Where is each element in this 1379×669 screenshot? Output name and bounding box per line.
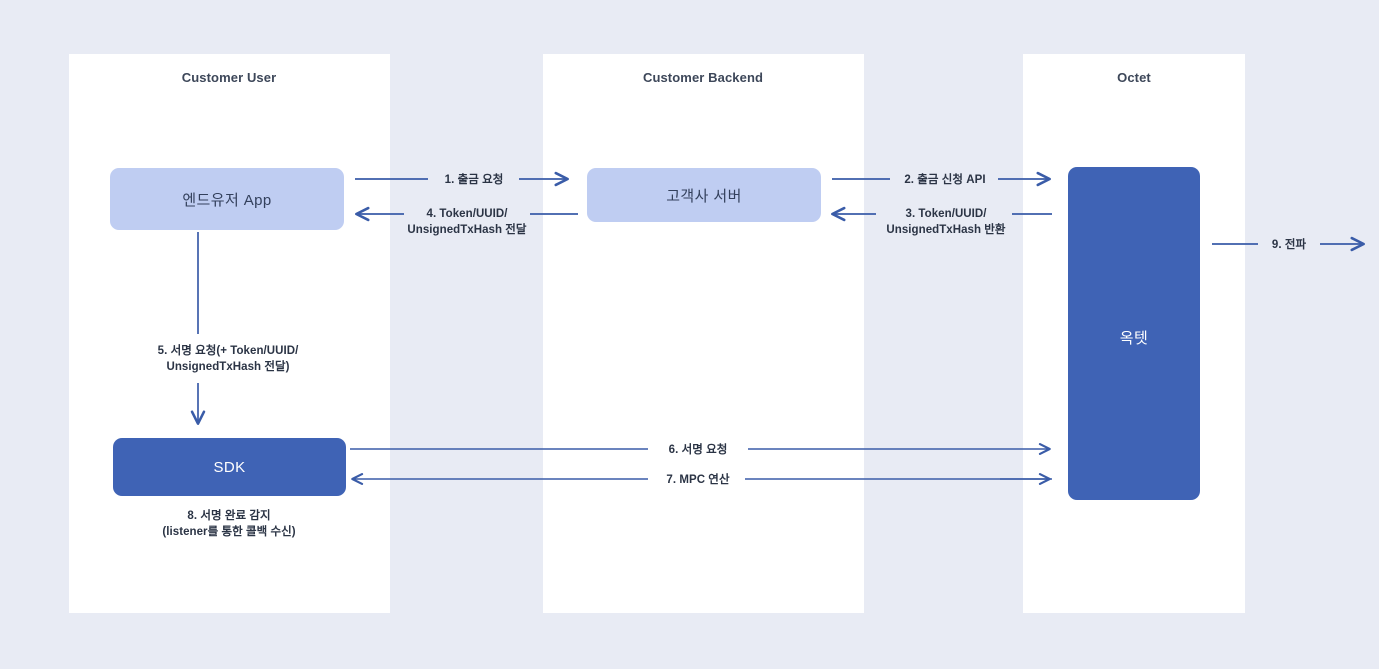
column-title-customer-backend: Customer Backend bbox=[642, 70, 764, 85]
node-octet-box[interactable]: 옥텟 bbox=[1068, 167, 1200, 500]
flow-label-step-1: 1. 출금 요청 bbox=[444, 174, 504, 186]
flow-label-step-6: 6. 서명 요청 bbox=[668, 444, 728, 456]
node-customer-server[interactable]: 고객사 서버 bbox=[587, 168, 821, 222]
panel-customer-user bbox=[69, 54, 390, 613]
node-sdk[interactable]: SDK bbox=[113, 438, 346, 496]
node-enduser-app[interactable]: 엔드유저 App bbox=[110, 168, 344, 230]
flow-label-step-4: 4. Token/UUID/ UnsignedTxHash 전달 bbox=[407, 208, 527, 236]
flow-label-step-8: 8. 서명 완료 감지 (listener를 통한 콜백 수신) bbox=[162, 510, 296, 538]
flow-label-step-3: 3. Token/UUID/ UnsignedTxHash 반환 bbox=[886, 208, 1006, 236]
flow-label-step-5: 5. 서명 요청(+ Token/UUID/ UnsignedTxHash 전달… bbox=[157, 345, 299, 373]
flow-label-step-7: 7. MPC 연산 bbox=[666, 474, 730, 486]
panel-customer-backend bbox=[543, 54, 864, 613]
column-title-customer-user: Customer User bbox=[181, 70, 277, 85]
flow-label-step-9: 9. 전파 bbox=[1271, 239, 1307, 251]
column-title-octet: Octet bbox=[1117, 70, 1151, 85]
flow-label-step-2: 2. 출금 신청 API bbox=[904, 174, 986, 186]
